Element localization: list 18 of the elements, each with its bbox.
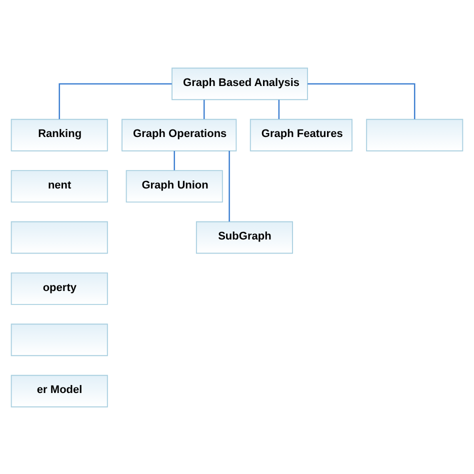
node-box: Graph Union	[126, 170, 223, 202]
node-box	[10, 220, 108, 254]
connector	[174, 150, 175, 170]
node-box	[366, 118, 464, 151]
node-box: er Model	[10, 374, 108, 407]
connector	[228, 150, 230, 222]
node-box: SubGraph	[196, 220, 293, 254]
connector	[58, 82, 172, 119]
node-box: Ranking	[10, 118, 108, 151]
node-box: Graph Operations	[122, 118, 237, 151]
node-box: Graph Features	[250, 118, 352, 151]
connector	[308, 82, 416, 119]
connector	[278, 99, 280, 119]
connector	[203, 99, 205, 119]
node-box	[10, 323, 108, 356]
node-box: Graph Based Analysis	[172, 67, 308, 100]
node-box: operty	[10, 272, 108, 304]
node-box: nent	[10, 170, 108, 202]
